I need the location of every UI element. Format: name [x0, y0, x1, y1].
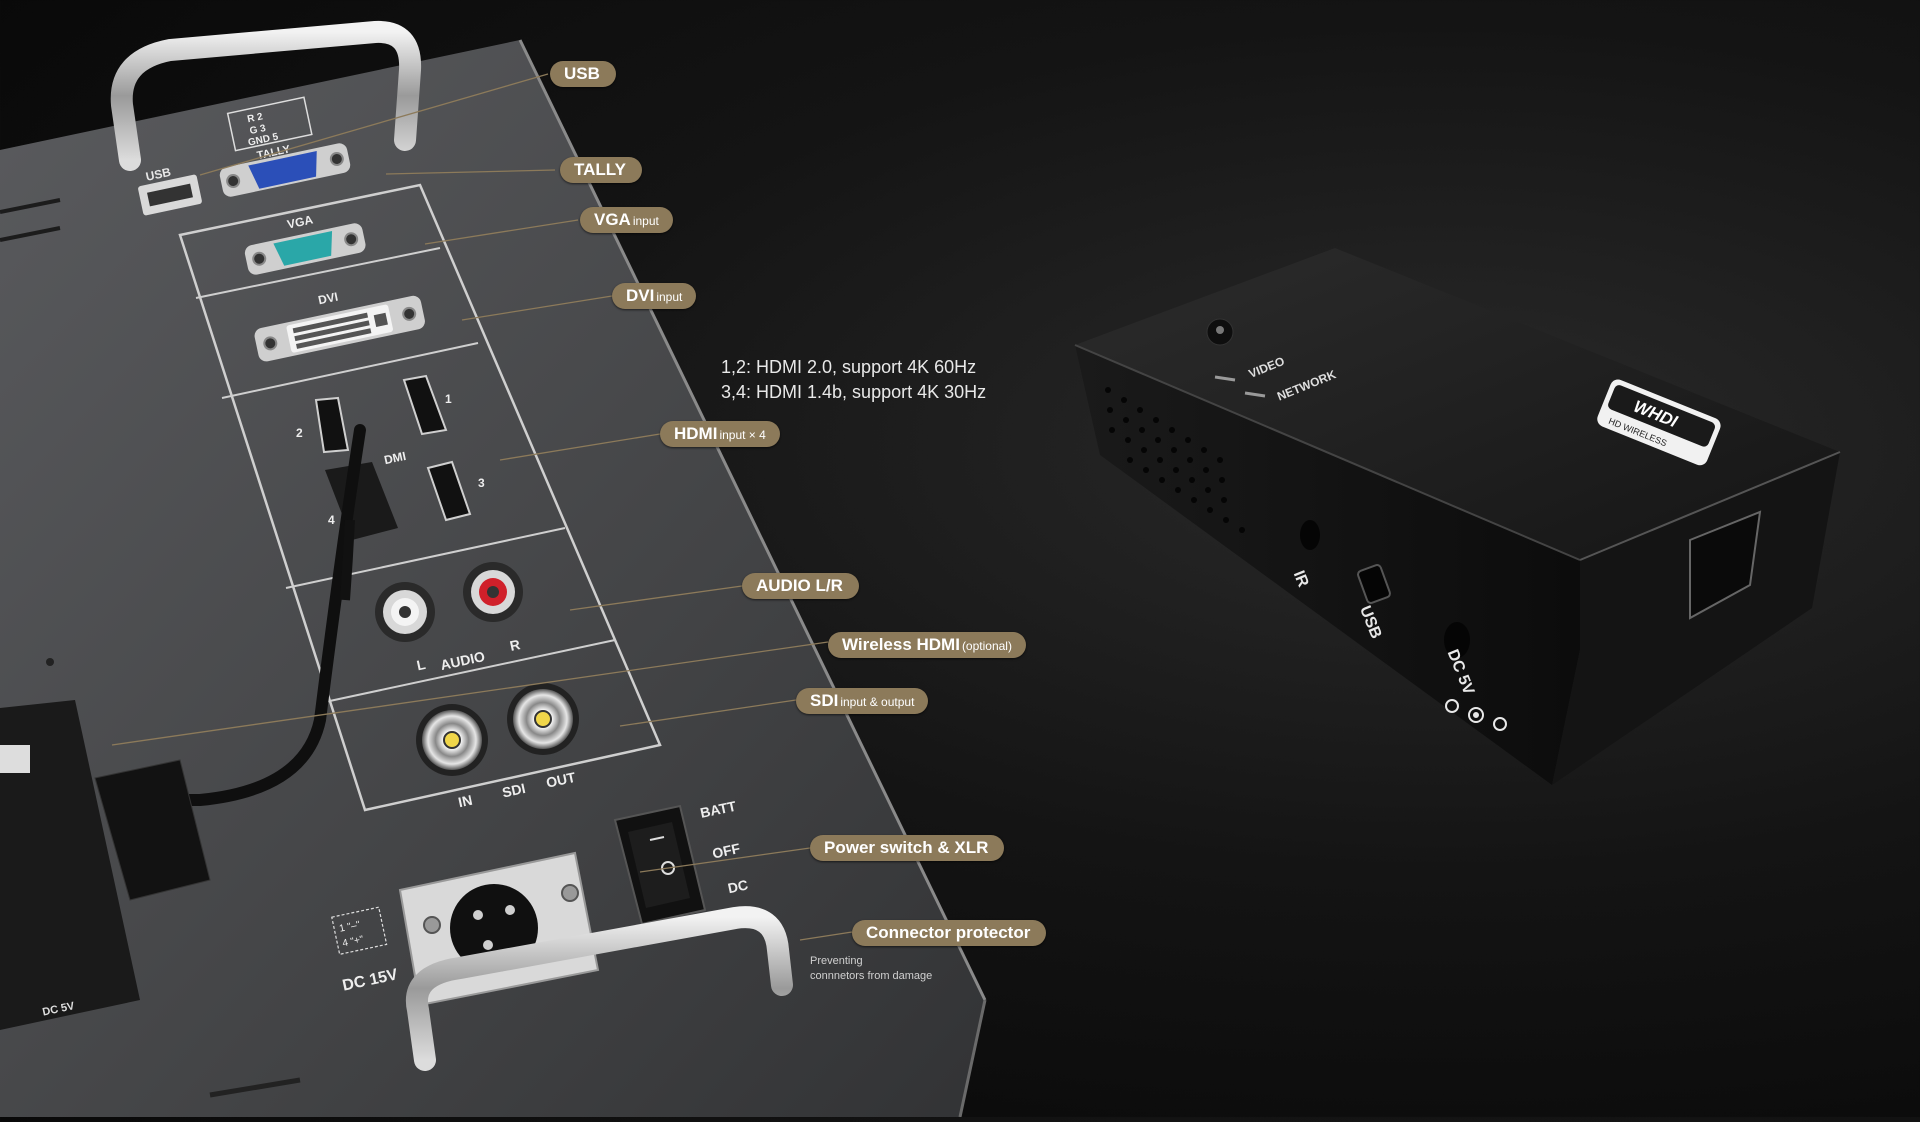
ir-port	[1300, 520, 1320, 550]
hdmi-port-1	[402, 374, 448, 436]
tally-legend: R 2 G 3 GND 5 TALLY	[226, 96, 313, 162]
callout-power: Power switch & XLR	[810, 835, 1005, 861]
svg-text:SDI: SDI	[501, 780, 527, 801]
usb-port: USB	[138, 165, 202, 216]
svg-text:IN: IN	[457, 792, 474, 811]
protector-note: Preventing connnetors from damage	[810, 955, 933, 982]
dc-port	[1444, 622, 1470, 658]
leader-lines	[111, 73, 853, 941]
svg-text:G 3: G 3	[249, 123, 267, 137]
callout-connector-protector: Connector protector	[852, 920, 1047, 946]
sdi-out-port	[507, 683, 579, 755]
sdi-in-port	[416, 704, 488, 776]
svg-text:DC: DC	[726, 876, 749, 896]
svg-text:DVI: DVI	[317, 289, 339, 307]
power-switch	[613, 804, 707, 926]
dc-polarity-icon	[1445, 699, 1507, 731]
receiver-hdmi-port	[1689, 510, 1762, 620]
dvi-port	[254, 295, 425, 362]
xlr-pin-legend: 1 "–" 4 "+"	[331, 906, 388, 956]
vga-port	[244, 223, 366, 275]
connector-frame	[178, 183, 662, 812]
audio-l-jack	[375, 582, 435, 642]
hdmi-spec-line-2: 3,4: HDMI 1.4b, support 4K 30Hz	[721, 382, 987, 402]
svg-text:4 "+": 4 "+"	[341, 934, 365, 949]
svg-text:R 2: R 2	[246, 111, 264, 125]
hdmi-port-3	[426, 460, 472, 522]
hdmi-ports	[314, 374, 472, 522]
svg-text:OFF: OFF	[711, 840, 742, 862]
bottom-handle	[405, 906, 793, 1071]
callout-usb: USB	[550, 61, 616, 87]
callout-audio: AUDIO L/R	[742, 573, 859, 599]
svg-text:L: L	[415, 656, 427, 674]
svg-text:R: R	[508, 636, 521, 654]
screw-hole	[46, 658, 54, 666]
svg-text:OUT: OUT	[545, 769, 578, 791]
hdmi-cable	[134, 424, 366, 806]
svg-text:3: 3	[478, 476, 485, 490]
hdmi-spec-note: 1,2: HDMI 2.0, support 4K 60Hz 3,4: HDMI…	[721, 355, 986, 405]
hdmi-plug	[325, 462, 398, 540]
usb-port-label: USB	[144, 165, 172, 184]
callout-wireless-hdmi: Wireless HDMI(optional)	[828, 632, 1026, 658]
svg-text:DMI: DMI	[383, 449, 407, 467]
wireless-transmitter-box: DC 5V	[0, 700, 211, 1030]
svg-text:VGA: VGA	[286, 212, 315, 231]
svg-text:IR: IR	[1290, 568, 1312, 590]
svg-text:4: 4	[328, 513, 335, 527]
hdmi-spec-line-1: 1,2: HDMI 2.0, support 4K 60Hz	[721, 357, 977, 377]
tally-port	[219, 143, 351, 197]
wireless-receiver: VIDEO NETWORK WHDI HD WIRELESS IR USB DC…	[1074, 248, 1841, 785]
panel-vents	[0, 198, 61, 242]
svg-text:1 "–": 1 "–"	[338, 920, 361, 935]
top-handle	[110, 20, 422, 171]
callout-tally: TALLY	[560, 157, 642, 183]
svg-text:BATT: BATT	[699, 798, 738, 821]
hdmi-port-2	[314, 396, 350, 454]
receiver-vents	[1105, 387, 1245, 533]
audio-r-jack	[463, 562, 523, 622]
svg-text:2: 2	[296, 426, 303, 440]
receiver-usb-port	[1357, 564, 1391, 604]
svg-text:1: 1	[445, 392, 452, 406]
